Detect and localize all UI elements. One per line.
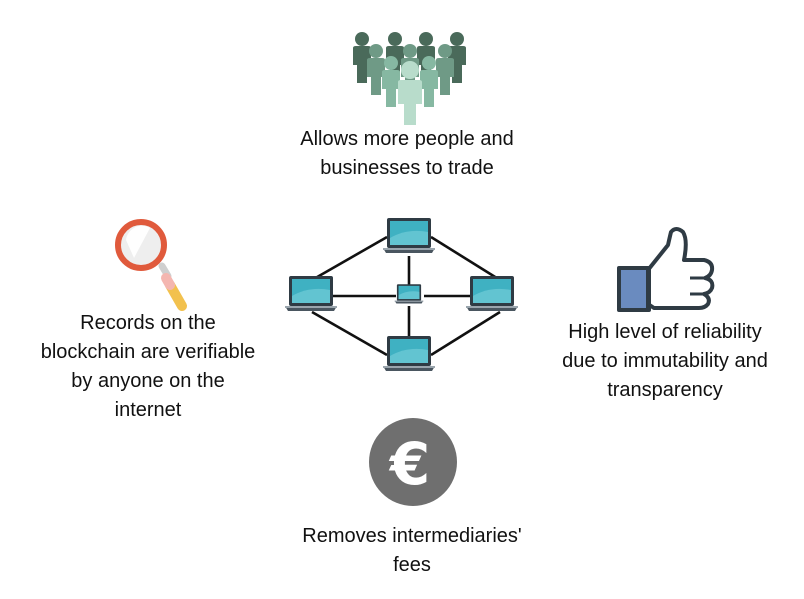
laptop-network-icon (285, 218, 518, 371)
caption-line: Records on the (80, 312, 216, 334)
caption-line: Allows more people and (300, 128, 514, 150)
magnifying-glass-icon (115, 219, 187, 311)
caption-line: Removes intermediaries' (302, 525, 522, 547)
caption-verifiable-records: Records on the blockchain are verifiable… (22, 309, 274, 425)
caption-line: internet (114, 399, 182, 421)
caption-reliability: High level of reliability due to immutab… (540, 318, 790, 405)
laptop-node-center (394, 284, 424, 304)
network-links (311, 235, 501, 357)
people-crowd-icon (353, 32, 466, 125)
thumbs-up-icon (617, 227, 715, 312)
caption-removes-fees: Removes intermediaries' fees (262, 522, 562, 580)
laptop-node-bottom (383, 336, 435, 371)
caption-line: by anyone on the (71, 370, 225, 392)
euro-coin-icon: € (369, 418, 457, 506)
caption-more-people-trade: Allows more people and businesses to tra… (256, 125, 558, 183)
laptop-node-left (285, 276, 337, 311)
caption-line: transparency (607, 379, 723, 401)
caption-line: due to immutability and (562, 350, 768, 372)
caption-line: High level of reliability (568, 321, 762, 343)
caption-line: businesses to trade (320, 157, 494, 179)
caption-line: blockchain are verifiable (40, 341, 256, 363)
laptop-node-top (383, 218, 435, 253)
laptop-node-right (466, 276, 518, 311)
caption-line: fees (393, 554, 431, 576)
euro-symbol: € (388, 430, 430, 498)
